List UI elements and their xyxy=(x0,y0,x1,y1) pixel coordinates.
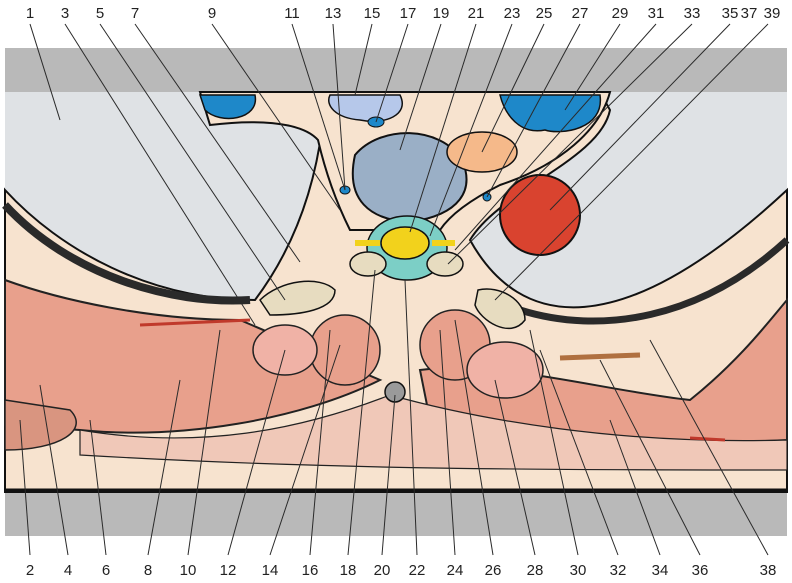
top-gray-band xyxy=(5,48,787,92)
label-bottom-10: 10 xyxy=(180,562,197,579)
label-top-23: 23 xyxy=(504,5,521,22)
label-bottom-4: 4 xyxy=(64,562,72,579)
top-label-row: 1 3 5 7 9 11 13 15 17 19 21 23 25 27 29 … xyxy=(26,5,781,22)
label-top-37: 37 xyxy=(741,5,758,22)
label-bottom-20: 20 xyxy=(374,562,391,579)
label-top-17: 17 xyxy=(400,5,417,22)
label-bottom-6: 6 xyxy=(102,562,110,579)
label-top-39: 39 xyxy=(764,5,781,22)
label-top-13: 13 xyxy=(325,5,342,22)
aorta xyxy=(500,175,580,255)
spinal-cord xyxy=(381,227,429,259)
label-bottom-14: 14 xyxy=(262,562,279,579)
label-top-5: 5 xyxy=(96,5,104,22)
label-top-7: 7 xyxy=(131,5,139,22)
label-bottom-36: 36 xyxy=(692,562,709,579)
label-bottom-2: 2 xyxy=(26,562,34,579)
label-bottom-34: 34 xyxy=(652,562,669,579)
lateral-vessel-right xyxy=(690,438,725,440)
bottom-label-row: 2 4 6 8 10 12 14 16 18 20 22 24 26 28 30… xyxy=(26,562,777,579)
label-bottom-24: 24 xyxy=(447,562,464,579)
label-top-3: 3 xyxy=(61,5,69,22)
label-bottom-22: 22 xyxy=(409,562,426,579)
label-bottom-8: 8 xyxy=(144,562,152,579)
right-articular-process xyxy=(427,252,463,276)
label-top-19: 19 xyxy=(433,5,450,22)
label-top-1: 1 xyxy=(26,5,34,22)
right-intercostal-vessels xyxy=(560,355,640,358)
label-bottom-28: 28 xyxy=(527,562,544,579)
label-bottom-12: 12 xyxy=(220,562,237,579)
right-deep-muscle-lateral xyxy=(467,342,543,398)
label-top-15: 15 xyxy=(364,5,381,22)
label-top-21: 21 xyxy=(468,5,485,22)
label-top-29: 29 xyxy=(612,5,629,22)
label-bottom-16: 16 xyxy=(302,562,319,579)
label-top-25: 25 xyxy=(536,5,553,22)
label-top-27: 27 xyxy=(572,5,589,22)
label-top-35: 35 xyxy=(722,5,739,22)
left-articular-process xyxy=(350,252,386,276)
label-bottom-38: 38 xyxy=(760,562,777,579)
label-bottom-18: 18 xyxy=(340,562,357,579)
label-top-9: 9 xyxy=(208,5,216,22)
label-top-33: 33 xyxy=(684,5,701,22)
label-bottom-30: 30 xyxy=(570,562,587,579)
label-bottom-26: 26 xyxy=(485,562,502,579)
bottom-gray-band xyxy=(5,492,787,536)
label-bottom-32: 32 xyxy=(610,562,627,579)
label-top-31: 31 xyxy=(648,5,665,22)
label-top-11: 11 xyxy=(284,5,300,22)
